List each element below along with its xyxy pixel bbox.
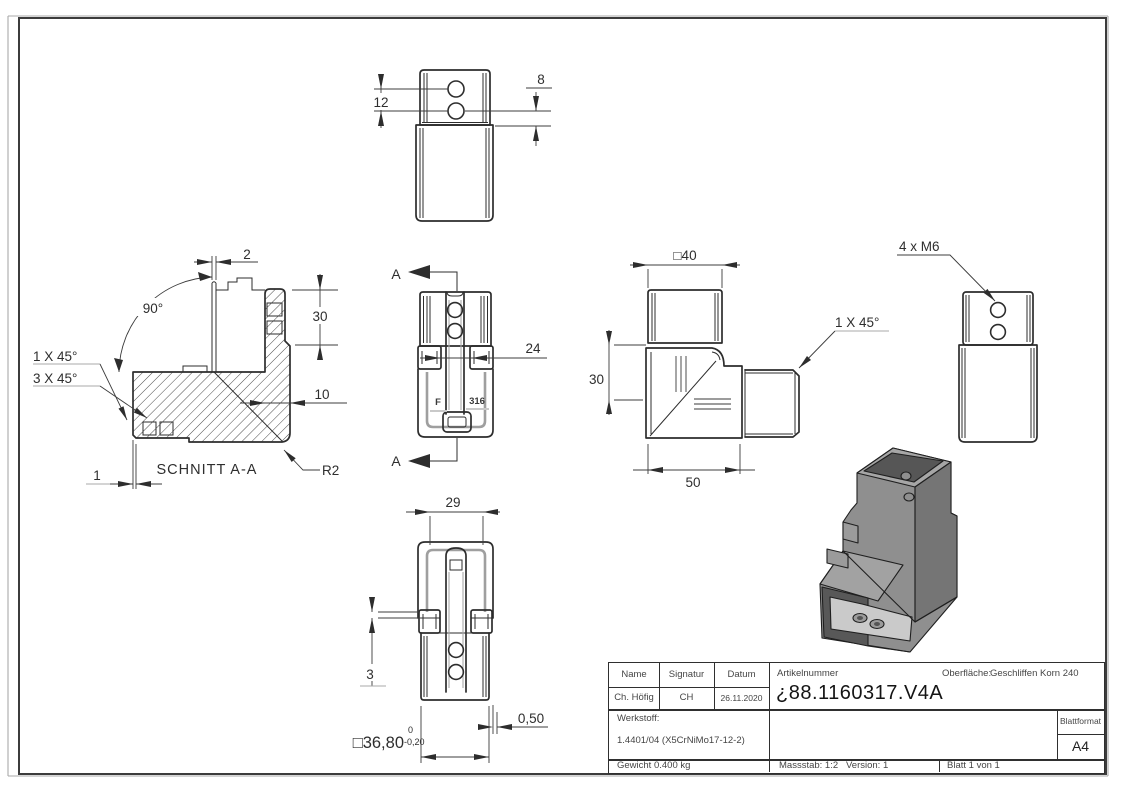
section-view: 2 90° 30 10 1 1 X 45° 3 X 45° R2 (33, 247, 347, 489)
dim-30-section: 30 (312, 309, 327, 324)
tolerance-lower: -0,20 (404, 737, 425, 747)
artikelnummer-value: ¿88.1160317.V4A (776, 682, 944, 704)
dim-29: 29 (445, 495, 460, 510)
isometric-view (819, 447, 958, 653)
emboss-316: 316 (469, 396, 485, 407)
dim-2: 2 (243, 247, 251, 262)
channel-view: F 316 A A 24 (391, 265, 547, 469)
datum-label: Datum (727, 669, 756, 680)
dim-3: 3 (366, 667, 374, 682)
oberflaeche-label: Oberfläche: (942, 668, 992, 679)
tolerance-upper: 0 (408, 725, 413, 735)
chamfer-3x45: 3 X 45° (33, 371, 77, 386)
massstab-value: Massstab: 1:2 (779, 760, 839, 771)
dim-square-36-80: □36,80 (353, 734, 404, 752)
emboss-f: F (435, 397, 441, 408)
dim-30-corner: 30 (589, 372, 604, 387)
blatt-value: Blatt 1 von 1 (947, 760, 1000, 771)
artikelnummer-label: Artikelnummer (777, 668, 839, 679)
signatur-label: Signatur (668, 669, 705, 680)
name-value: Ch. Höfig (614, 692, 654, 703)
chamfer-1x45: 1 X 45° (33, 349, 77, 364)
microtext-bar (466, 408, 489, 410)
section-marker-a-bottom: A (391, 453, 401, 469)
blattformat-value: A4 (1071, 738, 1090, 754)
dim-1: 1 (93, 468, 101, 483)
top-view: 12 8 (371, 69, 552, 222)
signatur-value: CH (679, 692, 694, 703)
radius-r2: R2 (322, 463, 339, 478)
microtext-bar (430, 410, 447, 412)
title-block: Name Signatur Datum Ch. Höfig CH 26.11.2… (608, 662, 1105, 774)
blattformat-label: Blattformat (1059, 716, 1102, 726)
end-view: 4 x M6 (897, 239, 1038, 443)
corner-view: □40 30 50 1 X 45° (589, 248, 889, 490)
werkstoff-value: 1.4401/04 (X5CrNiMo17-12-2) (617, 735, 745, 746)
version-value: Version: 1 (846, 760, 889, 771)
dim-10: 10 (314, 387, 329, 402)
dim-0-50: 0,50 (518, 711, 544, 726)
oberflaeche-value: Geschliffen Korn 240 (990, 668, 1079, 679)
werkstoff-label: Werkstoff: (617, 713, 660, 724)
section-marker-a-top: A (391, 266, 401, 282)
sheet-frame (7, 15, 1109, 777)
section-title: SCHNITT A-A (157, 462, 258, 478)
bottom-view: 29 3 0,50 □36,80 0 -0,20 (353, 495, 548, 763)
gewicht-value: Gewicht 0.400 kg (617, 760, 691, 771)
thread-note-4xm6: 4 x M6 (899, 239, 940, 254)
dim-12: 12 (373, 95, 388, 110)
dim-24: 24 (525, 341, 541, 356)
dim-90deg: 90° (143, 301, 163, 316)
datum-value: 26.11.2020 (720, 693, 763, 703)
dim-square-40: □40 (673, 248, 696, 263)
dim-50: 50 (685, 475, 700, 490)
name-label: Name (621, 669, 647, 680)
chamfer-1x45-corner: 1 X 45° (835, 315, 879, 330)
dim-8: 8 (537, 72, 545, 87)
